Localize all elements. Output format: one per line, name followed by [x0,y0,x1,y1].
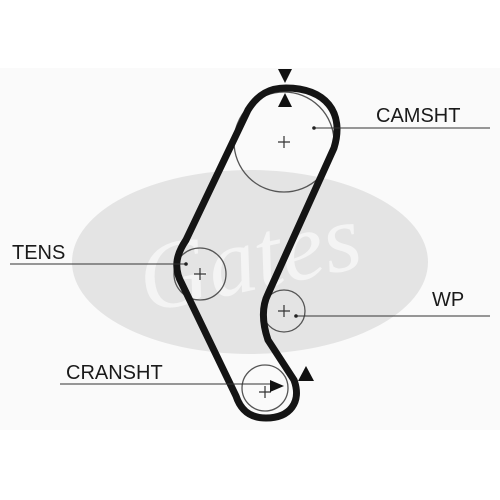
crankshaft-timing-mark [298,366,314,381]
crankshaft-label: CRANSHT [66,362,163,384]
pulley-centers [194,136,290,398]
crankshaft-pulley-mark [270,380,284,392]
camshaft-timing-mark-top [278,69,292,83]
timing-belt [173,84,341,422]
water-pump-label: WP [432,289,464,311]
camshaft-label: CAMSHT [376,105,460,127]
crankshaft-pulley [241,364,289,412]
camshaft-timing-mark-bottom [278,93,292,107]
tensioner-label: TENS [12,242,65,264]
tensioner-pulley [173,247,227,301]
